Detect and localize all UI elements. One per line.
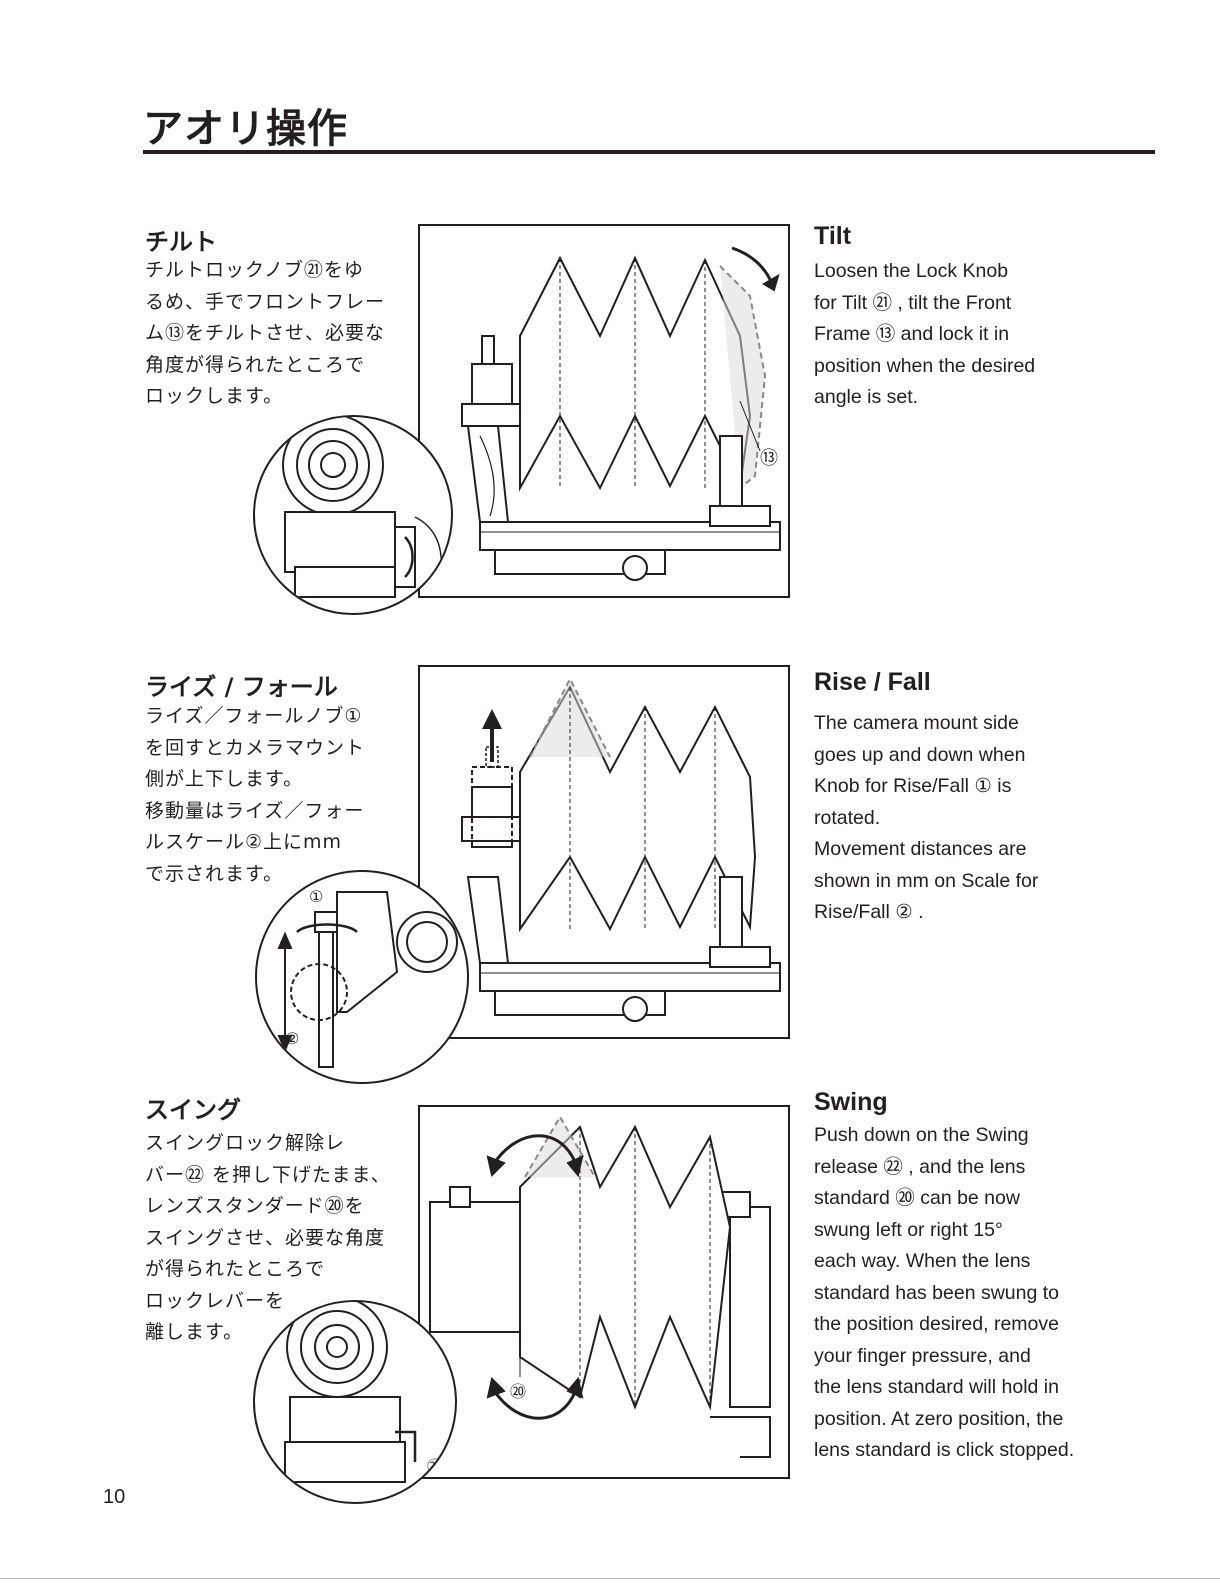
text-line: Push down on the Swing: [814, 1124, 1029, 1146]
text-line: position. At zero position, the: [814, 1407, 1064, 1430]
swing-text-en: Push down on the Swing release ㉒ , and t…: [814, 1120, 1089, 1467]
text-line: each way. When the lens: [814, 1250, 1031, 1272]
text-line: standard ⑳ can be now: [814, 1187, 1020, 1209]
page-number: 10: [103, 1486, 126, 1508]
text-line: position when the desired: [814, 354, 1036, 377]
text-line: 移動量はライズ／フォー: [145, 799, 365, 822]
tilt-detail-inset: ㉑: [253, 415, 453, 615]
rise-fall-illustration: [418, 665, 790, 1039]
callout-2: ②: [285, 1029, 299, 1048]
title-rule: [143, 150, 1155, 154]
text-line: 側が上下します。: [145, 768, 304, 790]
text-line: your finger pressure, and: [814, 1344, 1031, 1367]
text-line: ルスケール②上にmm: [145, 831, 343, 853]
text-line: を回すとカメラマウント: [145, 736, 366, 759]
rise-fall-heading-jp: ライズ / フォール: [145, 673, 338, 701]
rise-fall-heading-en: Rise / Fall: [814, 668, 931, 696]
text-line: Rise/Fall ② .: [814, 901, 924, 923]
text-line: Loosen the Lock Knob: [814, 260, 1009, 282]
callout-13: ⑬: [760, 448, 778, 469]
tilt-text-jp: チルトロックノブ㉑をゆ るめ、手でフロントフレー ム⑬をチルトさせ、必要な 角度…: [145, 255, 395, 413]
text-line: バー㉒ を押し下げたまま、: [145, 1163, 391, 1186]
text-line: goes up and down when: [814, 743, 1026, 766]
text-line: release ㉒ , and the lens: [814, 1155, 1026, 1178]
text-line: Frame ⑬ and lock it in: [814, 323, 1010, 345]
text-line: lens standard is click stopped.: [814, 1439, 1075, 1461]
swing-detail-inset: ㉒: [253, 1300, 457, 1504]
text-line: swung left or right 15°: [814, 1218, 1003, 1241]
text-line: で示されます。: [145, 862, 284, 885]
text-line: angle is set.: [814, 386, 919, 408]
text-line: shown in mm on Scale for: [814, 869, 1039, 892]
text-line: the lens standard will hold in: [814, 1376, 1059, 1398]
text-line: standard has been swung to: [814, 1281, 1060, 1304]
text-line: the position desired, remove: [814, 1313, 1059, 1335]
text-line: Movement distances are: [814, 838, 1027, 860]
rise-fall-text-en: The camera mount side goes up and down w…: [814, 708, 1089, 929]
text-line: が得られたところで: [145, 1258, 326, 1280]
text-line: 離します。: [145, 1321, 244, 1343]
text-line: ロックレバーを: [145, 1289, 286, 1312]
bottom-rule: [0, 1578, 1220, 1579]
text-line: Knob for Rise/Fall ① is: [814, 775, 1012, 797]
text-line: 角度が得られたところで: [145, 353, 366, 376]
page-title: アオリ操作: [143, 106, 348, 152]
swing-illustration: ⑳: [418, 1105, 790, 1479]
tilt-text-en: Loosen the Lock Knob for Tilt ㉑ , tilt t…: [814, 256, 1089, 414]
text-line: ム⑬をチルトさせ、必要な: [145, 322, 386, 344]
text-line: チルトロックノブ㉑をゆ: [145, 259, 364, 281]
callout-1: ①: [309, 887, 323, 906]
text-line: レンズスタンダード⑳を: [145, 1195, 365, 1217]
text-line: スイングさせ、必要な角度: [145, 1226, 386, 1249]
tilt-heading-jp: チルト: [145, 228, 217, 256]
tilt-illustration: ⑬: [418, 224, 790, 598]
swing-heading-jp: スイング: [145, 1096, 241, 1124]
text-line: るめ、手でフロントフレー: [145, 290, 386, 313]
text-line: ライズ／フォールノブ①: [145, 705, 363, 727]
text-line: ロックします。: [145, 385, 284, 407]
swing-heading-en: Swing: [814, 1088, 888, 1116]
rise-fall-text-jp: ライズ／フォールノブ① を回すとカメラマウント 側が上下します。 移動量はライズ…: [145, 701, 395, 890]
swing-text-jp: スイングロック解除レ バー㉒ を押し下げたまま、 レンズスタンダード⑳を スイン…: [145, 1128, 395, 1349]
rise-fall-detail-inset: ① ②: [255, 870, 469, 1084]
text-line: for Tilt ㉑ , tilt the Front: [814, 291, 1012, 314]
text-line: rotated.: [814, 806, 881, 829]
text-line: スイングロック解除レ: [145, 1132, 346, 1154]
text-line: The camera mount side: [814, 712, 1019, 734]
callout-20: ⑳: [510, 1382, 526, 1401]
tilt-heading-en: Tilt: [814, 222, 852, 250]
